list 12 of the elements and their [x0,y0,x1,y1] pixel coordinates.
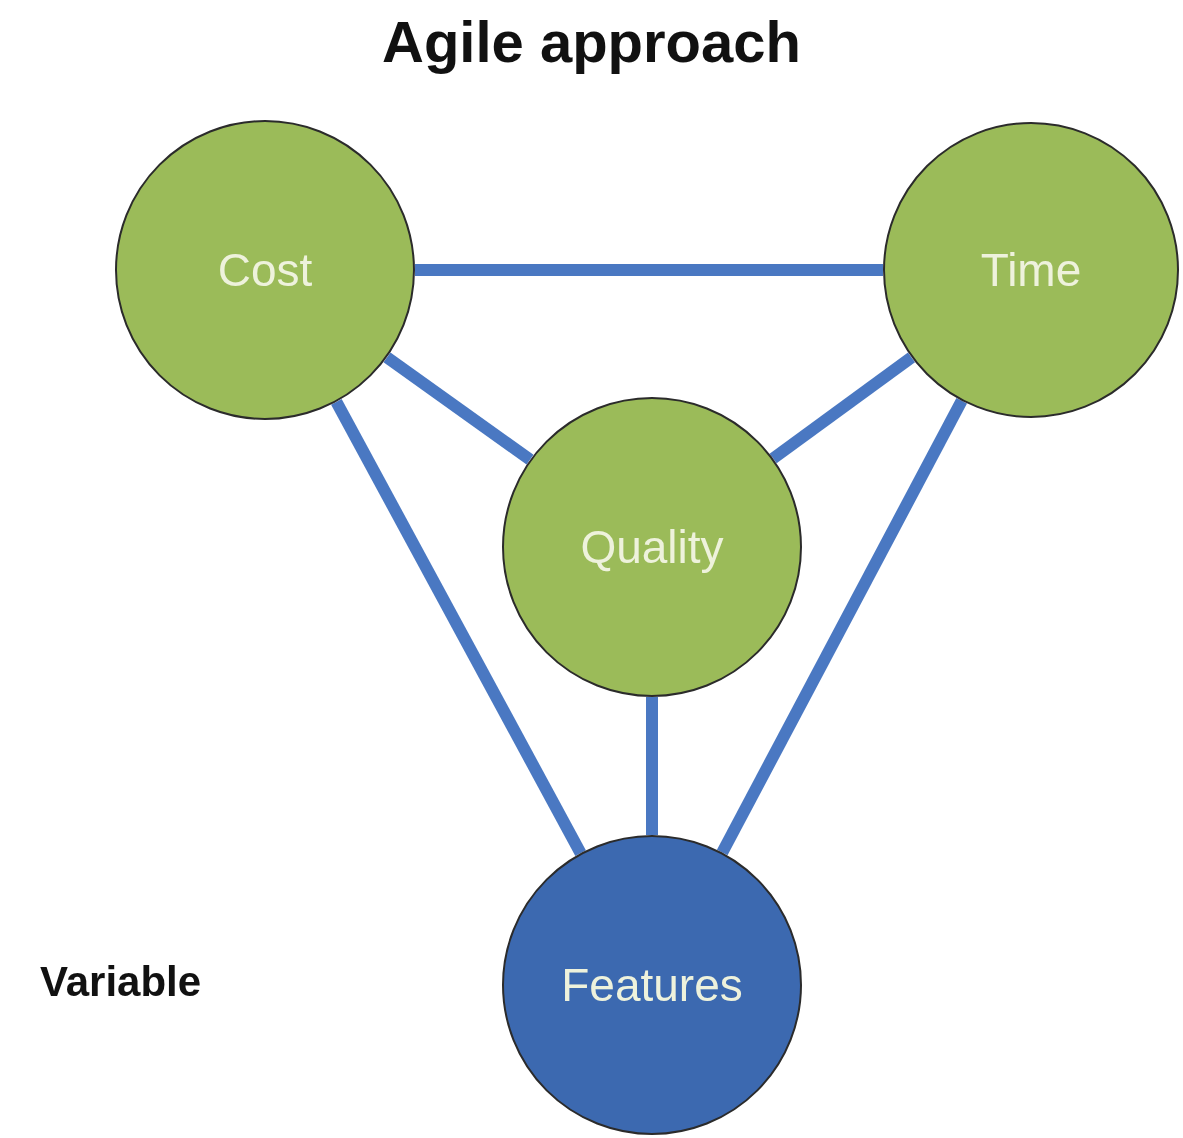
connector-line [331,399,586,856]
node-label: Time [980,243,1082,297]
diagram-title: Agile approach [381,8,802,75]
node-label: Features [561,958,743,1012]
annotation-label: Variable [40,958,202,1006]
connector-line [646,697,658,835]
connector-line [415,264,883,276]
connector-line [769,352,916,464]
node-label: Quality [580,520,724,574]
connector-line [383,352,534,465]
connector-line [716,397,967,856]
node-label: Cost [217,243,313,297]
